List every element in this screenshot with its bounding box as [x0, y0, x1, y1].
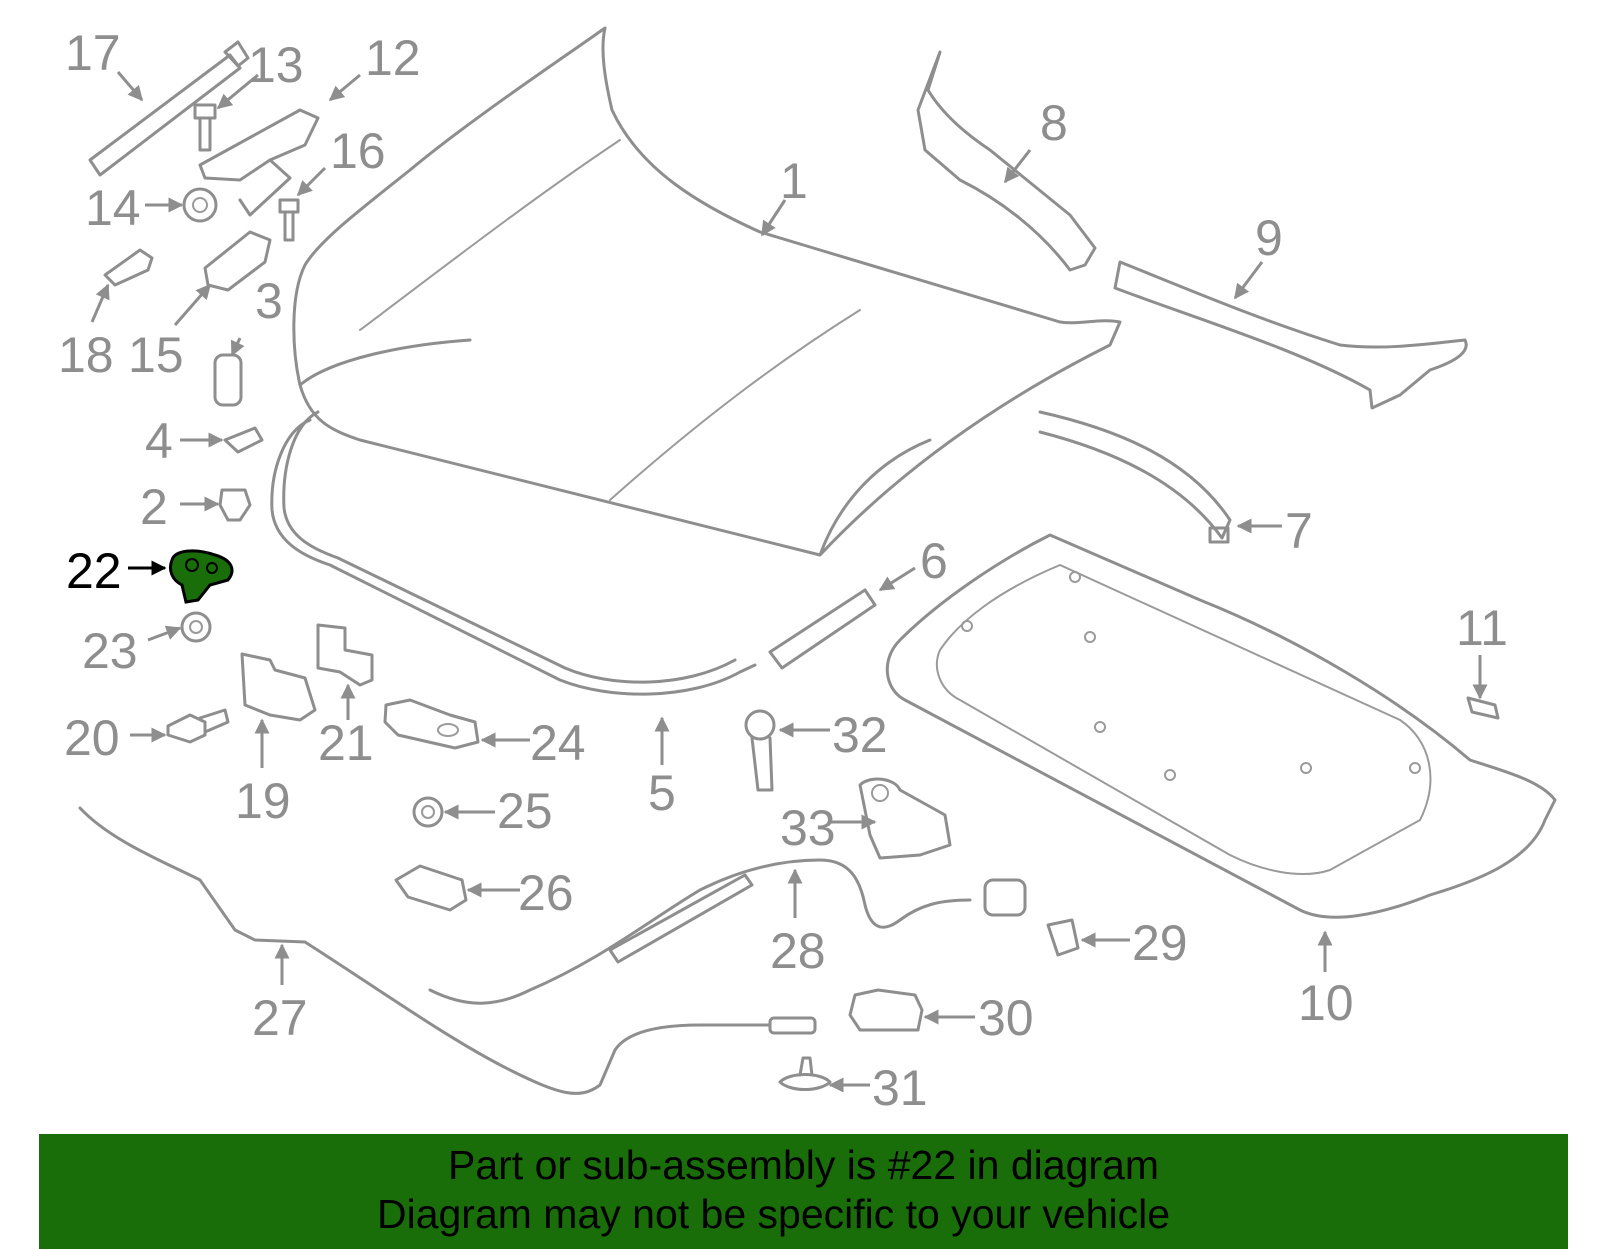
callout-labels: 17 13 12 16 14 18 15 3 4 2 22 23 20 19 2… [58, 25, 1508, 1116]
label-19: 19 [235, 773, 291, 829]
label-22: 22 [66, 543, 122, 599]
label-27: 27 [252, 990, 308, 1046]
part-12-hinge [198, 108, 320, 217]
label-7: 7 [1285, 503, 1313, 559]
part-24-plate [383, 698, 480, 750]
part-17-strut [88, 40, 250, 177]
label-32: 32 [832, 707, 888, 763]
label-31: 31 [872, 1060, 928, 1116]
part-22-highlighted [168, 549, 234, 604]
label-30: 30 [978, 990, 1034, 1046]
label-16: 16 [330, 123, 386, 179]
label-11: 11 [1456, 600, 1508, 656]
part-11-clip [1466, 696, 1500, 720]
label-18: 18 [58, 327, 114, 383]
part-18-bracket [103, 248, 154, 287]
info-banner: Part or sub-assembly is #22 in diagram D… [39, 1134, 1568, 1249]
label-15: 15 [128, 327, 184, 383]
part-10-insulator [885, 533, 1557, 919]
part-6 [768, 588, 877, 670]
part-21-bracket [316, 623, 374, 687]
label-2: 2 [140, 479, 168, 535]
label-17: 17 [65, 25, 121, 81]
label-21: 21 [318, 715, 374, 771]
label-29: 29 [1132, 915, 1188, 971]
label-10: 10 [1298, 975, 1354, 1031]
part-1-hood [292, 26, 1122, 557]
label-25: 25 [497, 783, 553, 839]
part-25-nut [412, 796, 444, 828]
part-32-rod [744, 709, 776, 792]
part-2-clip [218, 488, 252, 522]
leader-lines [90, 71, 1488, 1093]
part-14-nut [182, 187, 218, 223]
label-23: 23 [82, 623, 138, 679]
label-26: 26 [518, 865, 574, 921]
part-13-bolt [193, 103, 217, 152]
label-3: 3 [255, 273, 283, 329]
part-9-panel [1113, 260, 1468, 410]
label-20: 20 [64, 710, 120, 766]
part-4-pad [223, 426, 264, 454]
label-33: 33 [780, 800, 836, 856]
part-20-bolt [166, 708, 230, 744]
label-1: 1 [780, 153, 808, 209]
banner-line-part-number: Part or sub-assembly is #22 in diagram [448, 1142, 1159, 1188]
part-7-seal-strip [1038, 410, 1232, 544]
part-28-cable [428, 858, 1027, 1005]
banner-line-disclaimer: Diagram may not be specific to your vehi… [376, 1191, 1170, 1237]
label-8: 8 [1040, 95, 1068, 151]
part-5-seal [270, 410, 757, 696]
part-8-cowl [916, 50, 1097, 272]
part-16-bolt [278, 198, 300, 242]
part-31-clip [778, 1056, 832, 1091]
label-28: 28 [770, 923, 826, 979]
label-6: 6 [920, 533, 948, 589]
label-13: 13 [248, 37, 304, 93]
part-3-bumper [213, 353, 243, 407]
part-30-bracket [848, 988, 924, 1032]
label-9: 9 [1255, 210, 1283, 266]
part-19-latch [240, 652, 317, 722]
part-27-cable [78, 806, 817, 1095]
label-14: 14 [85, 180, 141, 236]
label-24: 24 [530, 715, 586, 771]
part-29-clip [1046, 918, 1080, 957]
part-26-bracket [394, 864, 468, 912]
label-5: 5 [648, 765, 676, 821]
part-23-nut [180, 611, 212, 643]
label-12: 12 [365, 30, 421, 86]
label-4: 4 [145, 413, 173, 469]
part-33-support [858, 777, 952, 860]
